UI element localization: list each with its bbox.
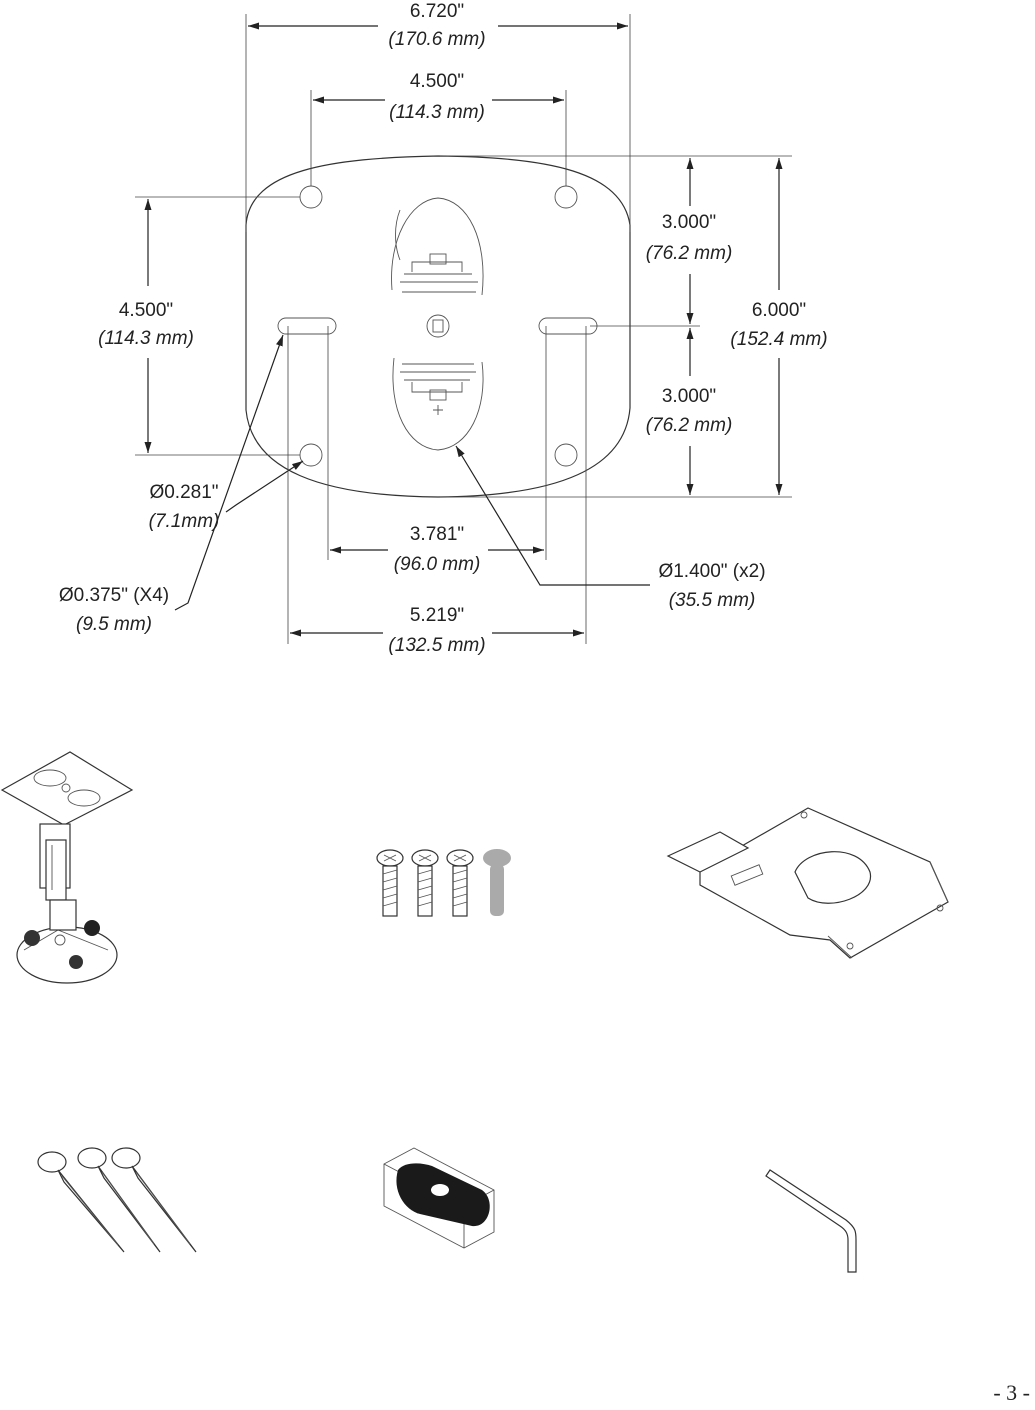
large-hole-upper — [391, 197, 484, 296]
lower-height-in: 3.000" — [662, 386, 716, 407]
dimension-upper-height: 3.000" (76.2 mm) — [440, 155, 733, 327]
dimension-height-overall: 6.000" (152.4 mm) — [700, 155, 828, 498]
upper-height-mm: (76.2 mm) — [646, 243, 733, 264]
center-hole — [426, 314, 450, 338]
small-hole-mm: (7.1mm) — [149, 511, 220, 532]
large-hole-lower — [392, 357, 484, 451]
slot-inner-in: 3.781" — [410, 524, 464, 545]
callout-small-hole: Ø0.281" (7.1mm) — [149, 460, 304, 532]
dimension-lower-height: 3.000" (76.2 mm) — [440, 328, 733, 498]
width-overall-in: 6.720" — [410, 1, 464, 22]
hole-spacing-left-in: 4.500" — [119, 300, 173, 321]
large-hole-in: Ø1.400" (x2) — [658, 561, 765, 582]
mount-hole-bottom-right — [554, 443, 578, 467]
hex-key-illustration — [765, 1169, 857, 1273]
small-hole-in: Ø0.281" — [149, 482, 218, 503]
dimension-width-overall: 6.720" (170.6 mm) — [245, 1, 631, 232]
mount-assembly-illustration — [0, 751, 134, 984]
callout-slot: Ø0.375" (X4) (9.5 mm) — [59, 334, 284, 635]
wood-screws-illustration — [37, 1147, 197, 1253]
slot-hole-mm: (9.5 mm) — [76, 614, 152, 635]
lower-height-mm: (76.2 mm) — [646, 415, 733, 436]
page-number: - 3 - — [993, 1380, 1030, 1405]
dimension-hole-spacing-top: 4.500" (114.3 mm) — [310, 71, 567, 186]
dimension-hole-spacing-left: 4.500" (114.3 mm) — [98, 196, 300, 456]
slot-hole-in: Ø0.375" (X4) — [59, 585, 169, 606]
adapter-plate-illustration — [666, 807, 949, 959]
height-overall-mm: (152.4 mm) — [730, 329, 827, 350]
width-overall-mm: (170.6 mm) — [388, 29, 485, 50]
slot-inner-mm: (96.0 mm) — [394, 554, 481, 575]
upper-height-in: 3.000" — [662, 212, 716, 233]
machine-screws-illustration — [376, 849, 511, 917]
dimension-slot-inner: 3.781" (96.0 mm) — [327, 326, 547, 575]
height-overall-in: 6.000" — [752, 300, 806, 321]
slot-outer-in: 5.219" — [410, 605, 464, 626]
mounting-plate — [245, 155, 631, 498]
wall-anchor-illustration — [383, 1147, 495, 1249]
hole-spacing-top-in: 4.500" — [410, 71, 464, 92]
hole-spacing-left-mm: (114.3 mm) — [98, 328, 194, 349]
callout-large-hole: Ø1.400" (x2) (35.5 mm) — [455, 445, 766, 611]
dimension-slot-outer: 5.219" (132.5 mm) — [287, 326, 587, 656]
hole-spacing-top-mm: (114.3 mm) — [389, 102, 485, 123]
slot-left — [277, 317, 337, 335]
slot-outer-mm: (132.5 mm) — [388, 635, 485, 656]
large-hole-mm: (35.5 mm) — [669, 590, 756, 611]
